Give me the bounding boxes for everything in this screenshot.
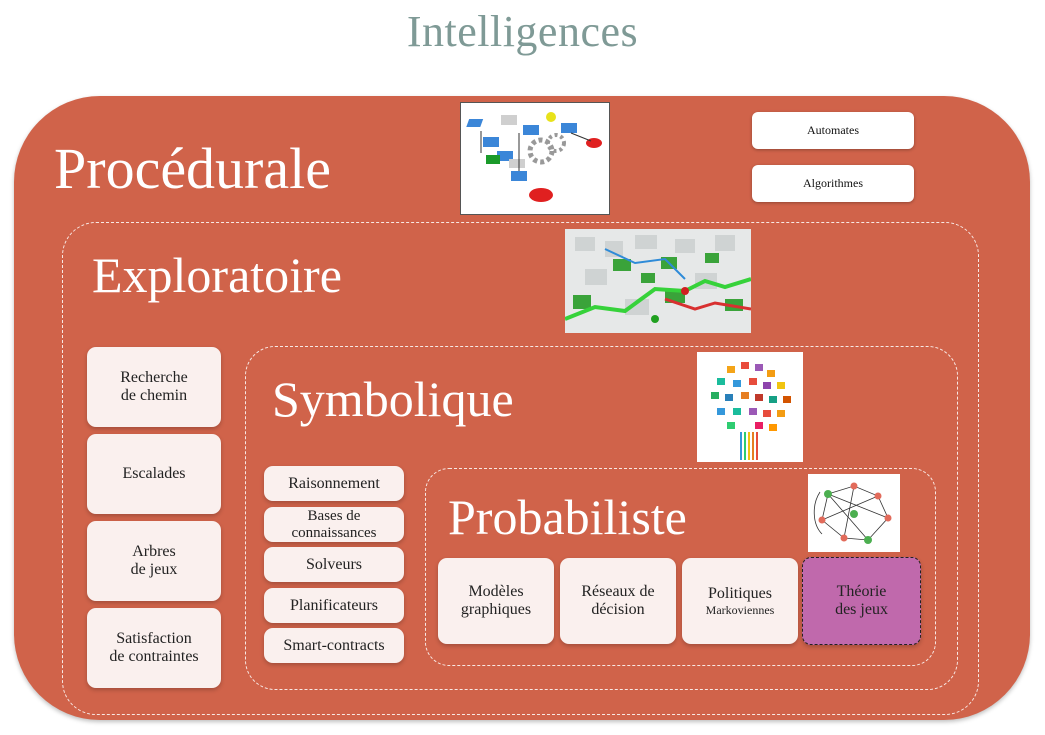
reseaux-decision-line2: décision [591,601,645,618]
modeles-graphiques-line2: graphiques [460,601,532,618]
solveurs-box: Solveurs [264,547,404,582]
solveurs-label: Solveurs [306,555,362,573]
theorie-jeux-line1: Théorie [836,583,887,601]
probabiliste-label: Probabiliste [448,489,687,545]
tree-of-icons-icon [697,352,803,462]
modeles-graphiques-line1: Modèles [468,583,524,601]
escalades-label: Escalades [122,465,186,483]
politiques-markoviennes-box: Politiques Markoviennes [682,558,798,644]
arbres-jeux-box: Arbres de jeux [87,521,221,601]
modeles-graphiques-box: Modèles graphiques [438,558,554,644]
reseaux-decision-line1: Réseaux de [581,583,655,601]
theorie-jeux-box: Théorie des jeux [802,557,921,645]
markov-graph-icon [808,474,900,552]
arbres-jeux-label: Arbres de jeux [130,543,178,578]
exploratoire-container [62,222,979,715]
city-map-route-icon [565,229,751,333]
recherche-chemin-label: Recherche de chemin [120,369,188,404]
bases-connaissances-box: Bases de connaissances [264,507,404,542]
satisfaction-contraintes-box: Satisfaction de contraintes [87,608,221,688]
page-title: Intelligences [406,7,639,56]
exploratoire-label: Exploratoire [92,247,342,303]
raisonnement-box: Raisonnement [264,466,404,501]
recherche-chemin-box: Recherche de chemin [87,347,221,427]
procedurale-label: Procédurale [54,136,331,201]
probabiliste-container [425,468,936,666]
raisonnement-label: Raisonnement [288,474,380,492]
automates-box: Automates [752,112,914,149]
reseaux-decision-box: Réseaux de décision [560,558,676,644]
theorie-jeux-line2: des jeux [835,601,888,618]
symbolique-label: Symbolique [272,371,514,427]
symbolique-container [245,346,958,690]
algorithmes-box: Algorithmes [752,165,914,202]
politiques-markoviennes-line2: Markoviennes [705,602,775,617]
smart-contracts-box: Smart-contracts [264,628,404,663]
bases-connaissances-label: Bases de connaissances [291,507,377,541]
smart-contracts-label: Smart-contracts [283,636,385,654]
escalades-box: Escalades [87,434,221,514]
planificateurs-box: Planificateurs [264,588,404,623]
flowchart-gears-icon [460,102,610,215]
planificateurs-label: Planificateurs [290,596,378,614]
politiques-markoviennes-line1: Politiques [707,584,772,602]
satisfaction-contraintes-label: Satisfaction de contraintes [109,630,199,665]
